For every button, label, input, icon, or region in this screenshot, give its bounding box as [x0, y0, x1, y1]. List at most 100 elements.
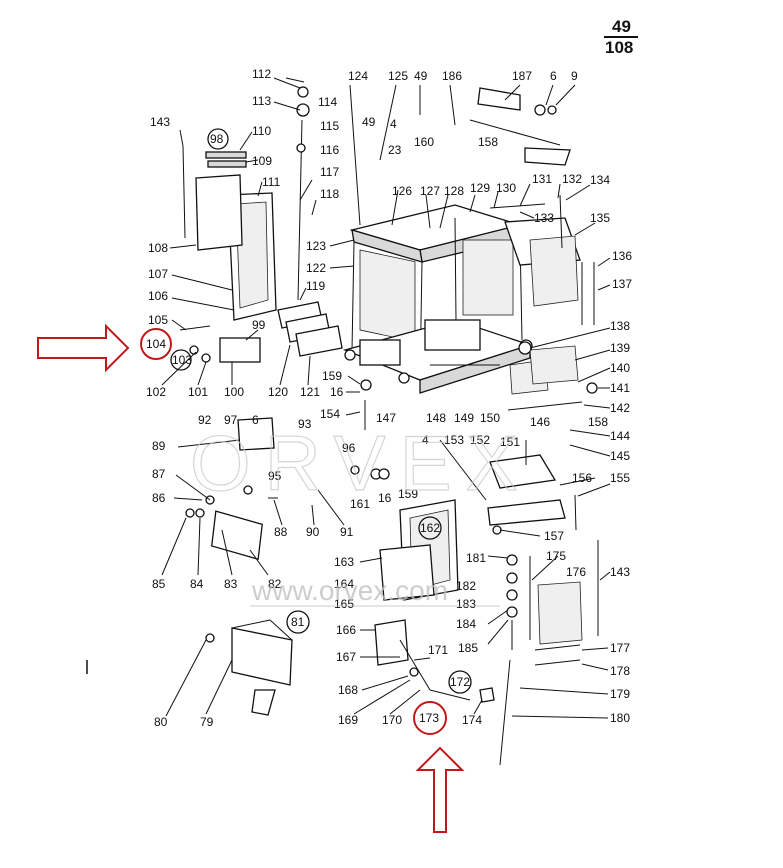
part-label: 138 [610, 319, 630, 333]
highlight-ring [413, 701, 447, 735]
part-label: 91 [340, 525, 354, 539]
part-label: 148 [426, 411, 446, 425]
part-label: 4 [390, 117, 397, 131]
part-label: 167 [336, 650, 356, 664]
part-label: 184 [456, 617, 476, 631]
part-label: 96 [342, 441, 356, 455]
highlight-ring [140, 328, 172, 360]
part-label: 83 [224, 577, 238, 591]
page-number-top: 49 [612, 17, 631, 36]
part-label: 98 [210, 132, 224, 146]
left-door [179, 145, 343, 363]
part-label: 175 [546, 549, 566, 563]
callout-circle [448, 670, 472, 694]
part-label: 170 [382, 713, 402, 727]
leader-lines [161, 77, 611, 719]
part-label: 88 [274, 525, 288, 539]
part-label: 4 [422, 433, 429, 447]
part-label: 119 [306, 279, 325, 293]
part-label: 140 [610, 361, 630, 375]
part-label: 99 [252, 318, 266, 332]
callout-circle [207, 128, 229, 150]
part-label: 150 [480, 411, 500, 425]
part-label: 174 [462, 713, 482, 727]
part-label: 169 [338, 713, 358, 727]
part-label: 142 [610, 401, 630, 415]
right-arrow-icon [37, 323, 130, 373]
part-label-highlighted: 104 [146, 337, 166, 351]
part-label: 108 [148, 241, 168, 255]
part-label: 159 [398, 487, 418, 501]
right-parts [489, 194, 598, 411]
part-label: 132 [562, 172, 582, 186]
part-label: 117 [320, 165, 339, 179]
part-label: 82 [268, 577, 282, 591]
part-label: 143 [150, 115, 170, 129]
part-label: 183 [456, 597, 476, 611]
part-label: 49 [362, 115, 376, 129]
part-label: 6 [550, 69, 557, 83]
part-label: 168 [338, 683, 358, 697]
part-label: 109 [252, 154, 272, 168]
part-label: 126 [392, 184, 412, 198]
part-label: 182 [456, 579, 476, 593]
part-label: 123 [306, 239, 326, 253]
part-label: 135 [590, 211, 610, 225]
part-label: 178 [610, 664, 630, 678]
part-label: 176 [566, 565, 586, 579]
part-label: 6 [252, 413, 259, 427]
part-label: 181 [466, 551, 486, 565]
part-label: 165 [334, 597, 354, 611]
part-label: 86 [152, 491, 166, 505]
part-label: 84 [190, 577, 204, 591]
part-label: 163 [334, 555, 354, 569]
page-number-bottom: 108 [605, 38, 633, 57]
part-label: 158 [478, 135, 498, 149]
part-label: 125 [388, 69, 408, 83]
up-arrow-icon [415, 746, 465, 833]
part-label: 139 [610, 341, 630, 355]
pedal-assembly [469, 87, 571, 166]
part-label: 154 [320, 407, 340, 421]
part-label: 130 [496, 181, 516, 195]
part-label: 185 [458, 641, 478, 655]
part-label: 105 [148, 313, 168, 327]
part-label: 102 [146, 385, 166, 399]
part-label: 158 [588, 415, 608, 429]
part-label: 171 [428, 643, 448, 657]
part-label: 103 [172, 353, 192, 367]
part-label: 90 [306, 525, 320, 539]
part-label: 114 [318, 95, 337, 109]
part-label: 133 [534, 211, 554, 225]
part-label: 186 [442, 69, 462, 83]
part-label: 100 [224, 385, 244, 399]
highlight-104 [37, 323, 172, 373]
part-label: 155 [610, 471, 630, 485]
middle-parts [185, 379, 577, 561]
part-label: 110 [252, 124, 271, 138]
part-label: 111 [262, 175, 281, 189]
callout-circle [286, 610, 310, 634]
part-label: 89 [152, 439, 166, 453]
callout-circle [418, 516, 442, 540]
part-label-highlighted: 173 [419, 711, 439, 725]
part-label: 136 [612, 249, 632, 263]
part-label: 177 [610, 641, 630, 655]
part-label: 146 [530, 415, 550, 429]
part-label: 101 [188, 385, 208, 399]
part-label: 116 [320, 143, 339, 157]
part-label: 153 [444, 433, 464, 447]
part-label: 157 [544, 529, 564, 543]
part-label: 161 [350, 497, 370, 511]
part-label: 145 [610, 449, 630, 463]
part-label: 115 [320, 119, 339, 133]
part-label: 164 [334, 577, 354, 591]
part-label: 87 [152, 467, 166, 481]
part-label: 156 [572, 471, 592, 485]
part-label: 16 [330, 385, 344, 399]
part-label: 112 [252, 67, 271, 81]
part-label: 159 [322, 369, 342, 383]
part-label: 129 [470, 181, 490, 195]
cab-frame [342, 204, 533, 394]
